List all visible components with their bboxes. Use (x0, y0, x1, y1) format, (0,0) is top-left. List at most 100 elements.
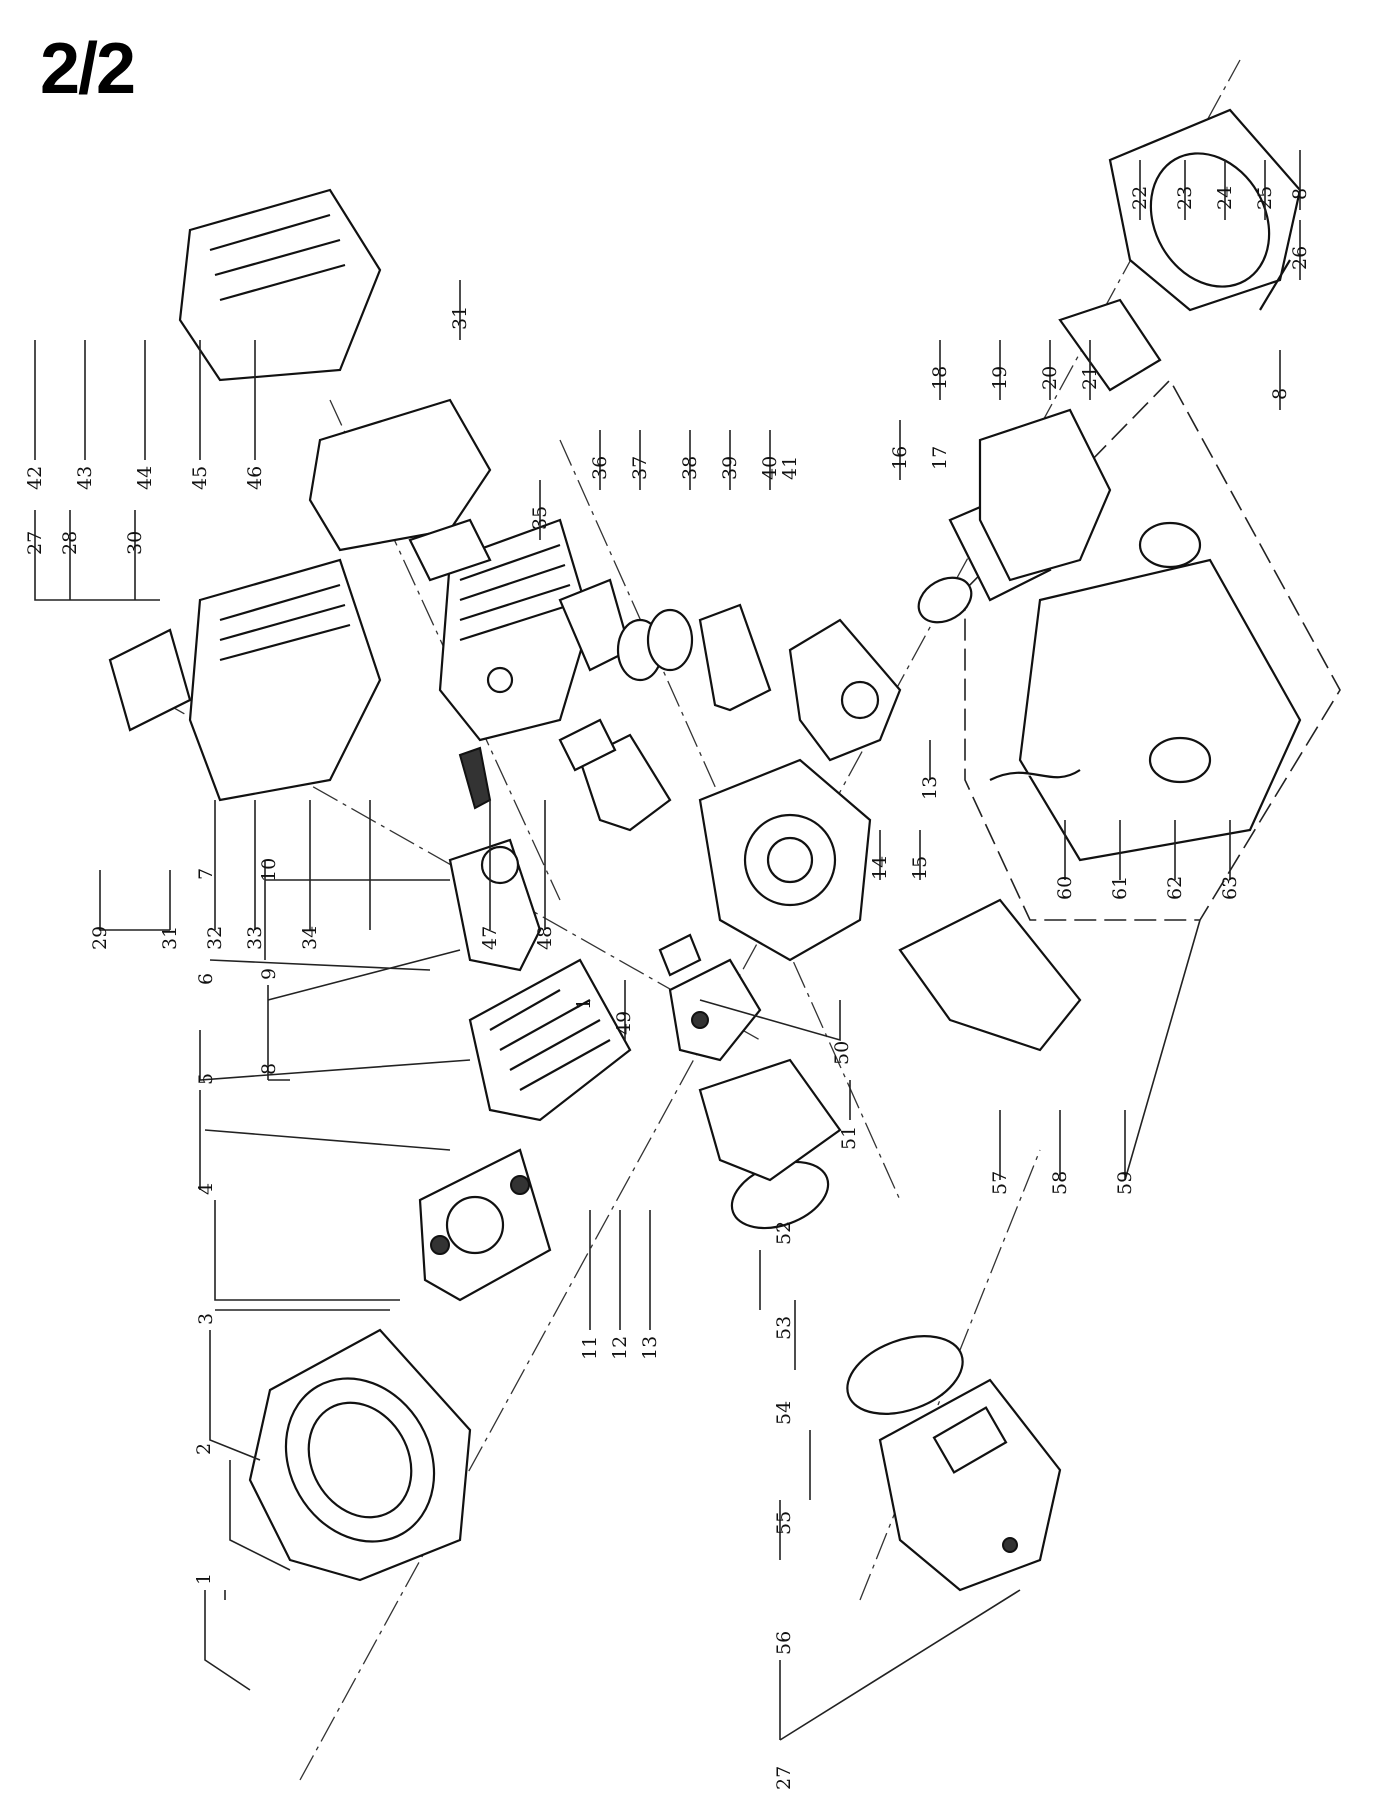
callout-55: 55 (773, 1511, 795, 1535)
callout-48: 48 (534, 926, 556, 950)
callout-61: 61 (1109, 876, 1131, 900)
callout-35: 35 (529, 506, 551, 530)
callout-26: 26 (1289, 246, 1311, 270)
carburetor (668, 958, 762, 1062)
callout-16: 16 (889, 446, 911, 470)
callout-27-bottom: 27 (773, 1766, 795, 1790)
callout-31-lower: 31 (159, 926, 181, 950)
callout-60: 60 (1054, 876, 1076, 900)
fuel-cap (1138, 521, 1202, 569)
part-drawings (108, 108, 1302, 1592)
callout-29: 29 (89, 926, 111, 950)
callout-8: 8 (258, 1063, 280, 1075)
callout-15: 15 (909, 856, 931, 880)
callout-7: 7 (195, 868, 217, 880)
callout-13: 13 (639, 1336, 661, 1360)
callout-1: 1 (193, 1573, 215, 1585)
callout-18: 18 (929, 366, 951, 390)
leader-lines (34, 150, 1301, 1741)
callout-11: 11 (579, 1336, 601, 1360)
spark-plug (458, 746, 492, 810)
air-filter-base (698, 1058, 842, 1182)
intake-manifold (578, 733, 672, 832)
callout-43: 43 (74, 466, 96, 490)
callout-38: 38 (679, 456, 701, 480)
flywheel (468, 958, 632, 1122)
crankshaft (788, 618, 902, 762)
callout-5: 5 (195, 1073, 217, 1085)
callout-2: 2 (193, 1443, 215, 1455)
crankcase-half (978, 408, 1112, 582)
air-filter-cover (878, 1378, 1062, 1592)
callout-39: 39 (719, 456, 741, 480)
fuel-tank (1018, 558, 1302, 862)
callout-45: 45 (189, 466, 211, 490)
clutch-housing (1108, 108, 1302, 312)
callout-24: 24 (1214, 186, 1236, 210)
callout-62: 62 (1164, 876, 1186, 900)
callout-63: 63 (1219, 876, 1241, 900)
callout-59: 59 (1114, 1171, 1136, 1195)
callout-36: 36 (589, 456, 611, 480)
piston-ring-2 (646, 608, 694, 672)
cylinder (438, 518, 592, 742)
callout-21: 21 (1079, 366, 1101, 390)
callout-25: 25 (1254, 186, 1276, 210)
intake-gasket (558, 718, 617, 772)
page-title: 2/2 (40, 29, 136, 109)
callout-30: 30 (124, 531, 146, 555)
air-filter-plate (846, 1335, 964, 1415)
clutch-drum-plate (1058, 298, 1162, 392)
starter-housing (248, 1328, 472, 1582)
muffler-cover (178, 188, 382, 382)
housing-pin (1259, 259, 1291, 311)
fuel-line (989, 769, 1081, 781)
callout-47: 47 (479, 926, 501, 950)
piston (698, 603, 772, 712)
callout-49: 49 (613, 1011, 635, 1035)
crank-bearing (917, 576, 973, 624)
callout-22: 22 (1129, 186, 1151, 210)
callout-42: 42 (24, 466, 46, 490)
callout-52: 52 (773, 1221, 795, 1245)
callout-9: 9 (258, 968, 280, 980)
callout-46: 46 (244, 466, 266, 490)
callout-56: 56 (773, 1631, 795, 1655)
ignition-coil (448, 838, 542, 972)
callout-8-tank: 8 (1269, 388, 1291, 400)
callout-51: 51 (838, 1126, 860, 1150)
callout-34: 34 (299, 926, 321, 950)
callout-58: 58 (1049, 1171, 1071, 1195)
callout-50: 50 (831, 1041, 853, 1065)
callout-57: 57 (989, 1171, 1011, 1195)
callout-14: 14 (869, 856, 891, 880)
callout-labels: 1 2 3 4 5 6 7 8 9 10 11 12 13 54 55 56 2… (24, 186, 1311, 1790)
muffler-gasket (408, 518, 492, 582)
callout-12: 12 (609, 1336, 631, 1360)
clutch-assembly (418, 1148, 552, 1302)
callout-6: 6 (195, 973, 217, 985)
callout-20: 20 (1039, 366, 1061, 390)
callout-54: 54 (773, 1401, 795, 1425)
callout-13-right: 13 (919, 776, 941, 800)
callout-28: 28 (59, 531, 81, 555)
callout-32: 32 (204, 926, 226, 950)
callout-37: 37 (629, 456, 651, 480)
callout-40: 40 (759, 456, 781, 480)
callout-27: 27 (24, 531, 46, 555)
carb-gasket (658, 933, 702, 977)
callout-41: 41 (779, 456, 801, 480)
callout-3: 3 (195, 1313, 217, 1325)
engine-shroud (188, 558, 382, 802)
callout-17: 17 (929, 446, 951, 470)
callout-33: 33 (244, 926, 266, 950)
tank-bracket (898, 898, 1082, 1052)
callout-10: 10 (258, 858, 280, 882)
callout-8-upper: 8 (1289, 188, 1311, 200)
callout-4: 4 (195, 1183, 217, 1195)
callout-23: 23 (1174, 186, 1196, 210)
handle-bracket (108, 628, 192, 732)
crankcase (698, 758, 872, 962)
callout-1-middle: 1 (573, 998, 595, 1010)
